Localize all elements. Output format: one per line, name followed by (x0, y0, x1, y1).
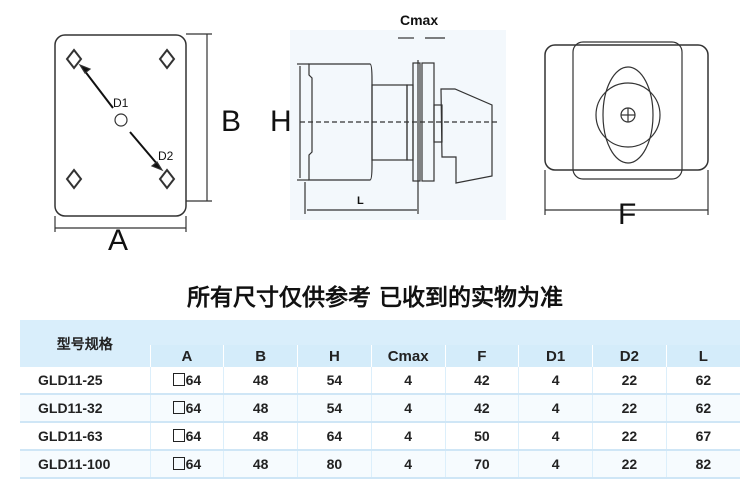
model-cell: GLD11-32 (20, 394, 150, 423)
handle-view-drawing (544, 41, 709, 215)
reference-note: 所有尺寸仅供参考 已收到的实物为准 (186, 285, 563, 311)
model-header: 型号规格 (20, 320, 150, 367)
cell-a: 64 (149, 367, 224, 395)
col-header-cmax: Cmax (370, 345, 445, 367)
cell-a-value: 64 (185, 456, 202, 472)
col-header-h: H (297, 345, 372, 367)
label-a: A (108, 224, 129, 257)
cell-b: 48 (223, 367, 298, 395)
label-l: L (357, 195, 364, 207)
label-f: F (618, 198, 637, 231)
cell-l: 82 (665, 450, 740, 479)
side-view-drawing (290, 30, 506, 220)
cell-l: 67 (665, 422, 740, 451)
square-symbol-icon (172, 373, 185, 386)
label-cmax: Cmax (400, 12, 439, 28)
cell-b: 48 (223, 422, 298, 451)
col-header-b: B (223, 345, 298, 367)
cell-f: 70 (444, 450, 519, 479)
model-cell: GLD11-25 (20, 367, 150, 395)
col-header-l: L (665, 345, 740, 367)
cell-d1: 4 (518, 394, 593, 423)
cell-cmax: 4 (370, 422, 445, 451)
cell-l: 62 (665, 367, 740, 395)
cell-a-value: 64 (185, 400, 202, 416)
cell-h: 54 (297, 394, 372, 423)
cell-f: 50 (444, 422, 519, 451)
cell-a: 64 (149, 394, 224, 423)
col-header-f: F (444, 345, 519, 367)
square-symbol-icon (172, 429, 185, 442)
cell-d1: 4 (518, 367, 593, 395)
cell-d1: 4 (518, 450, 593, 479)
cell-cmax: 4 (370, 367, 445, 395)
cell-f: 42 (444, 367, 519, 395)
label-d2: D2 (158, 149, 174, 163)
cell-h: 54 (297, 367, 372, 395)
cell-h: 64 (297, 422, 372, 451)
cell-cmax: 4 (370, 450, 445, 479)
col-header-d1: D1 (518, 345, 593, 367)
cell-d2: 22 (592, 394, 667, 423)
front-view-drawing (54, 33, 212, 232)
cell-l: 62 (665, 394, 740, 423)
square-symbol-icon (172, 401, 185, 414)
cell-a: 64 (149, 422, 224, 451)
col-header-d2: D2 (592, 345, 667, 367)
header-band (150, 320, 740, 345)
cell-d1: 4 (518, 422, 593, 451)
cell-d2: 22 (592, 367, 667, 395)
cell-cmax: 4 (370, 394, 445, 423)
cell-h: 80 (297, 450, 372, 479)
cell-f: 42 (444, 394, 519, 423)
cell-a: 64 (149, 450, 224, 479)
cell-d2: 22 (592, 422, 667, 451)
cell-b: 48 (223, 450, 298, 479)
label-h: H (270, 105, 292, 138)
square-symbol-icon (172, 457, 185, 470)
label-d1: D1 (113, 96, 129, 110)
cell-b: 48 (223, 394, 298, 423)
dimension-drawings (54, 30, 709, 232)
cell-d2: 22 (592, 450, 667, 479)
label-b: B (221, 105, 242, 138)
cell-a-value: 64 (185, 372, 202, 388)
cell-a-value: 64 (185, 428, 202, 444)
model-cell: GLD11-100 (20, 450, 150, 479)
col-header-a: A (149, 345, 224, 367)
model-cell: GLD11-63 (20, 422, 150, 451)
